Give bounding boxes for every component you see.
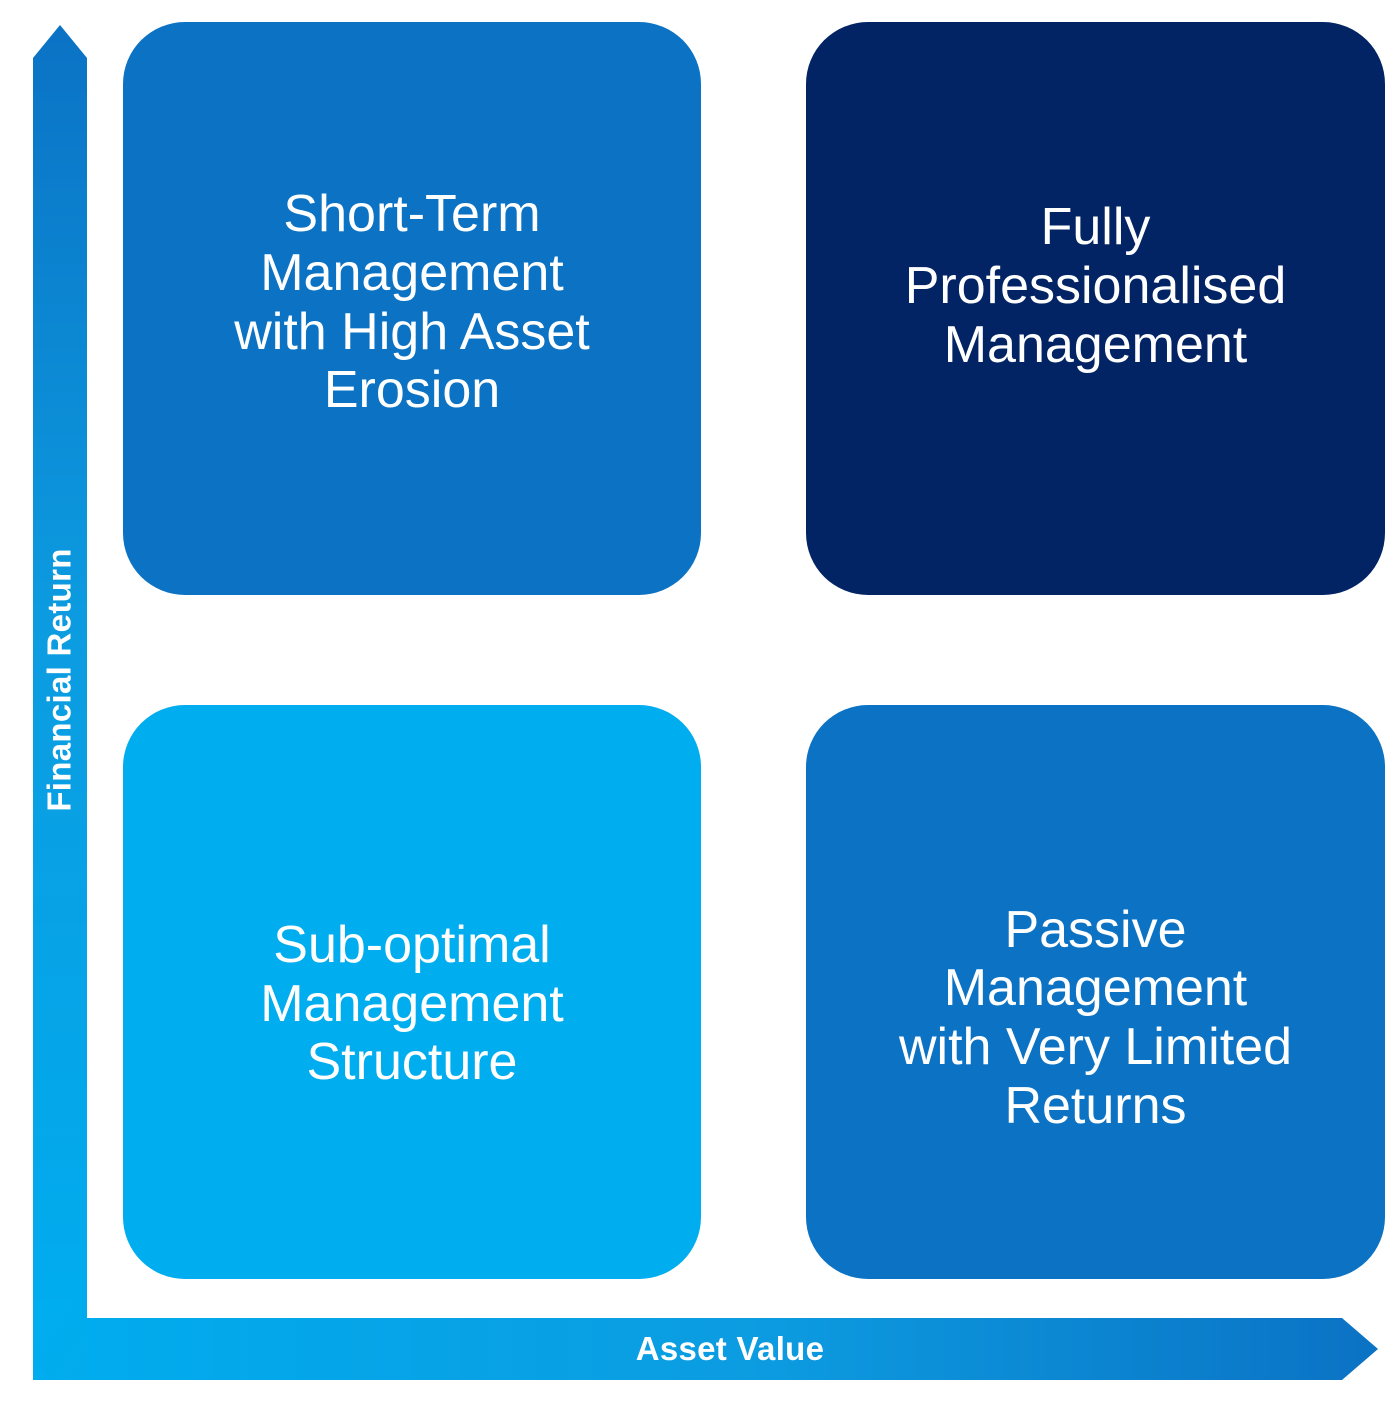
quadrant-fully-professionalised-management[interactable]: Fully Professionalised Management <box>806 22 1385 595</box>
quadrant-label: Passive Management with Very Limited Ret… <box>898 900 1293 1135</box>
quadrant-label: Sub-optimal Management Structure <box>260 915 564 1092</box>
quadrant-sub-optimal-management-structure[interactable]: Sub-optimal Management Structure <box>123 705 701 1279</box>
y-axis-label-text: Financial Return <box>41 548 78 812</box>
quadrant-label: Short-Term Management with High Asset Er… <box>234 185 590 420</box>
quadrant-passive-management[interactable]: Passive Management with Very Limited Ret… <box>806 705 1385 1279</box>
quadrant-short-term-management[interactable]: Short-Term Management with High Asset Er… <box>123 22 701 595</box>
y-axis-label: Financial Return <box>33 480 87 880</box>
quadrant-label: Fully Professionalised Management <box>904 198 1287 374</box>
axis-corner-joint <box>33 1300 87 1380</box>
x-axis-label: Asset Value <box>635 1330 825 1367</box>
